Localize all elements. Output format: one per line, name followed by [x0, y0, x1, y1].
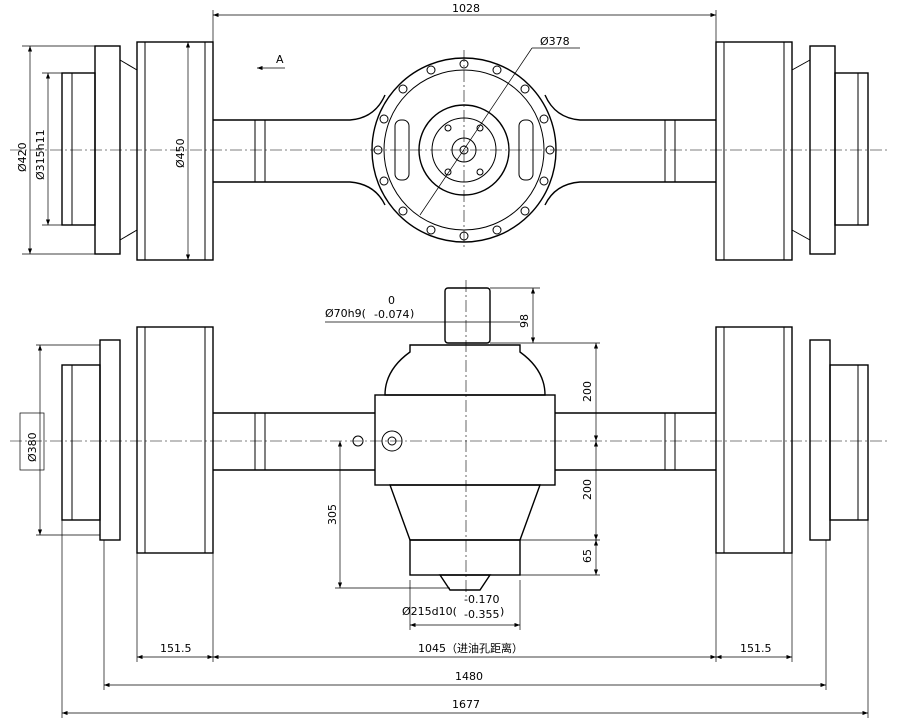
dim-d215d10-lower: -0.355: [464, 608, 499, 621]
top-view: 1028 Ø378 A Ø420 Ø315h11 Ø450: [10, 2, 890, 261]
dim-1045: 1045（进油孔距离）: [418, 641, 523, 655]
view-label-a: A: [276, 53, 284, 66]
dim-d70h9-close: ): [410, 307, 414, 320]
dim-d420: Ø420: [16, 142, 29, 172]
dim-305: 305: [326, 504, 339, 525]
dim-d215d10-upper: -0.170: [464, 593, 499, 606]
dim-d315h11: Ø315h11: [34, 129, 47, 180]
dim-d70h9-lower: -0.074: [374, 308, 409, 321]
dim-1677: 1677: [452, 698, 480, 711]
dim-200-lower: 200: [581, 479, 594, 500]
dim-65: 65: [581, 549, 594, 563]
dim-151-5-right: 151.5: [740, 642, 772, 655]
front-view: Ø70h9( 0 -0.074 ) 98 200 200 65 305 Ø380…: [10, 280, 890, 718]
dim-1480: 1480: [455, 670, 483, 683]
dim-200-upper: 200: [581, 381, 594, 402]
dim-d380: Ø380: [26, 432, 39, 462]
housing-bolts: [373, 59, 555, 241]
dim-151-5-left: 151.5: [160, 642, 192, 655]
dim-d70h9-upper: 0: [388, 294, 395, 307]
dim-d450: Ø450: [174, 138, 187, 168]
dim-98: 98: [518, 314, 531, 328]
dim-d378: Ø378: [540, 35, 570, 48]
dim-1028: 1028: [452, 2, 480, 15]
dim-d215d10: Ø215d10(: [402, 605, 457, 618]
dim-d215d10-close: ): [500, 605, 504, 618]
dim-d70h9: Ø70h9(: [325, 307, 366, 320]
